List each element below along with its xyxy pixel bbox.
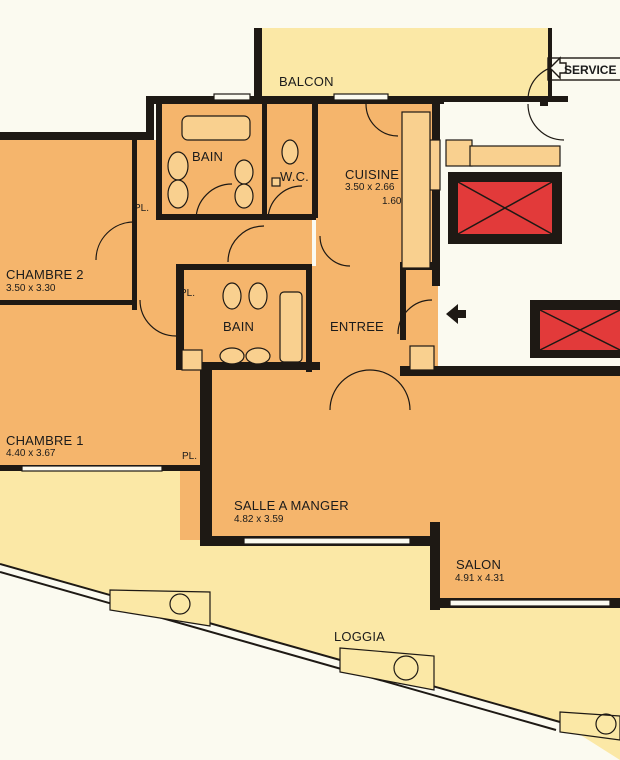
closet-label: PL. bbox=[182, 451, 198, 462]
room-dims-chambre-2: 3.50 x 3.30 bbox=[6, 283, 56, 294]
room-dims-salle-a-manger: 4.82 x 3.59 bbox=[234, 514, 284, 525]
windows bbox=[21, 93, 611, 607]
room-label-chambre-1: CHAMBRE 1 bbox=[6, 433, 84, 448]
room-dims-cuisine: 3.50 x 2.66 bbox=[345, 182, 395, 193]
room-label-balcon: BALCON bbox=[279, 74, 334, 89]
room-dims-chambre-1: 4.40 x 3.67 bbox=[6, 448, 56, 459]
room-label-loggia: LOGGIA bbox=[334, 629, 386, 644]
room-label-bain-2: BAIN bbox=[223, 319, 255, 334]
room-label-salon: SALON bbox=[456, 557, 502, 572]
service-arrow-icon bbox=[549, 56, 567, 80]
closet-label: PL. bbox=[180, 288, 196, 299]
room-dims-salon: 4.91 x 4.31 bbox=[455, 573, 505, 584]
loggia-edge bbox=[0, 563, 561, 731]
room-dims-cuisine-extra: 1.60 bbox=[382, 196, 402, 207]
room-label-entree: ENTREE bbox=[330, 319, 384, 334]
room-label-wc: W.C. bbox=[280, 169, 309, 184]
balcon-area bbox=[258, 28, 548, 96]
room-label-salle-a-manger: SALLE A MANGER bbox=[234, 498, 349, 513]
room-label-bain: BAIN bbox=[192, 149, 224, 164]
planters bbox=[109, 589, 620, 741]
door-swings bbox=[95, 65, 565, 411]
closet-label: PL. bbox=[134, 203, 150, 214]
room-label-chambre-2: CHAMBRE 2 bbox=[6, 267, 84, 282]
entry-arrow-icon bbox=[446, 304, 466, 324]
loggia-area bbox=[0, 470, 620, 760]
bathroom-fixtures bbox=[167, 111, 561, 371]
room-label-cuisine: CUISINE bbox=[345, 167, 400, 182]
elevator-bottom bbox=[530, 300, 620, 358]
elevator-top bbox=[448, 172, 562, 244]
service-label: SERVICE bbox=[564, 63, 617, 77]
service-sign-frame bbox=[547, 57, 620, 81]
